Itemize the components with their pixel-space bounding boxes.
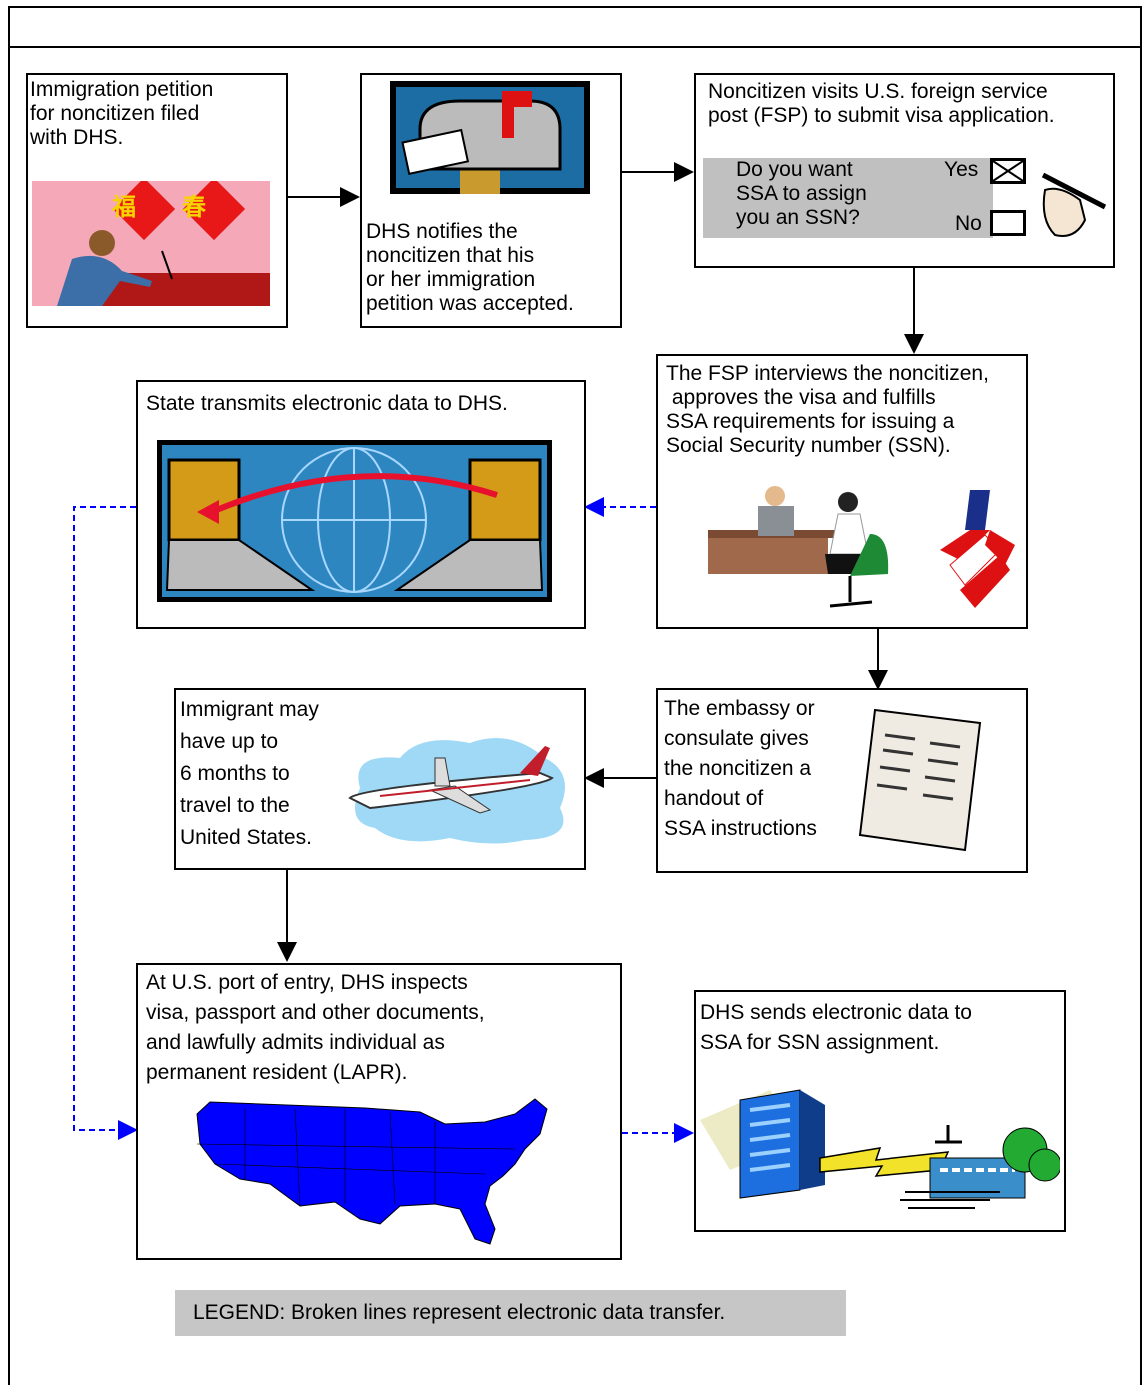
dhs-sends-text: DHS sends electronic data to SSA for SSN… <box>700 1001 972 1054</box>
arrow-state-to-port <box>73 506 138 1140</box>
us-map-image <box>196 1098 548 1245</box>
ssn-form-question: Do you want SSA to assign you an SSN? <box>736 158 867 229</box>
yes-checkbox <box>990 158 1026 184</box>
airplane-image <box>348 738 565 844</box>
port-text: At U.S. port of entry, DHS inspects visa… <box>146 971 485 1084</box>
calligraphy-glyph-chun: 春 <box>182 194 206 221</box>
interview-text: The FSP interviews the noncitizen, appro… <box>666 362 989 457</box>
mailbox-image <box>390 81 590 194</box>
no-checkbox <box>990 210 1026 236</box>
hand-pen-icon <box>1041 172 1107 237</box>
visit-text: Noncitizen visits U.S. foreign service p… <box>708 80 1055 127</box>
state-text: State transmits electronic data to DHS. <box>146 392 508 415</box>
header-divider <box>8 46 1142 48</box>
embassy-text: The embassy or consulate gives the nonci… <box>664 697 817 840</box>
ssa-buildings-image <box>700 1089 1060 1209</box>
petition-text: Immigration petition for noncitizen file… <box>30 78 214 149</box>
notify-text: DHS notifies the noncitizen that his or … <box>366 220 574 315</box>
american-flag-icon <box>940 490 1015 608</box>
ssn-form <box>703 158 993 238</box>
diagram-frame <box>8 6 1142 1385</box>
calligrapher-image <box>32 181 270 306</box>
ssn-form-yes-label: Yes <box>944 158 979 181</box>
legend: LEGEND: Broken lines represent electroni… <box>175 1290 846 1336</box>
interview-office-image <box>708 486 889 608</box>
ssn-form-no-label: No <box>955 212 982 235</box>
handout-document-icon <box>858 708 982 852</box>
check-x-icon <box>993 161 1023 181</box>
calligraphy-glyph-fu: 福 <box>112 194 136 221</box>
travel-text: Immigrant may have up to 6 months to tra… <box>180 698 319 849</box>
network-transfer-image <box>157 440 552 602</box>
